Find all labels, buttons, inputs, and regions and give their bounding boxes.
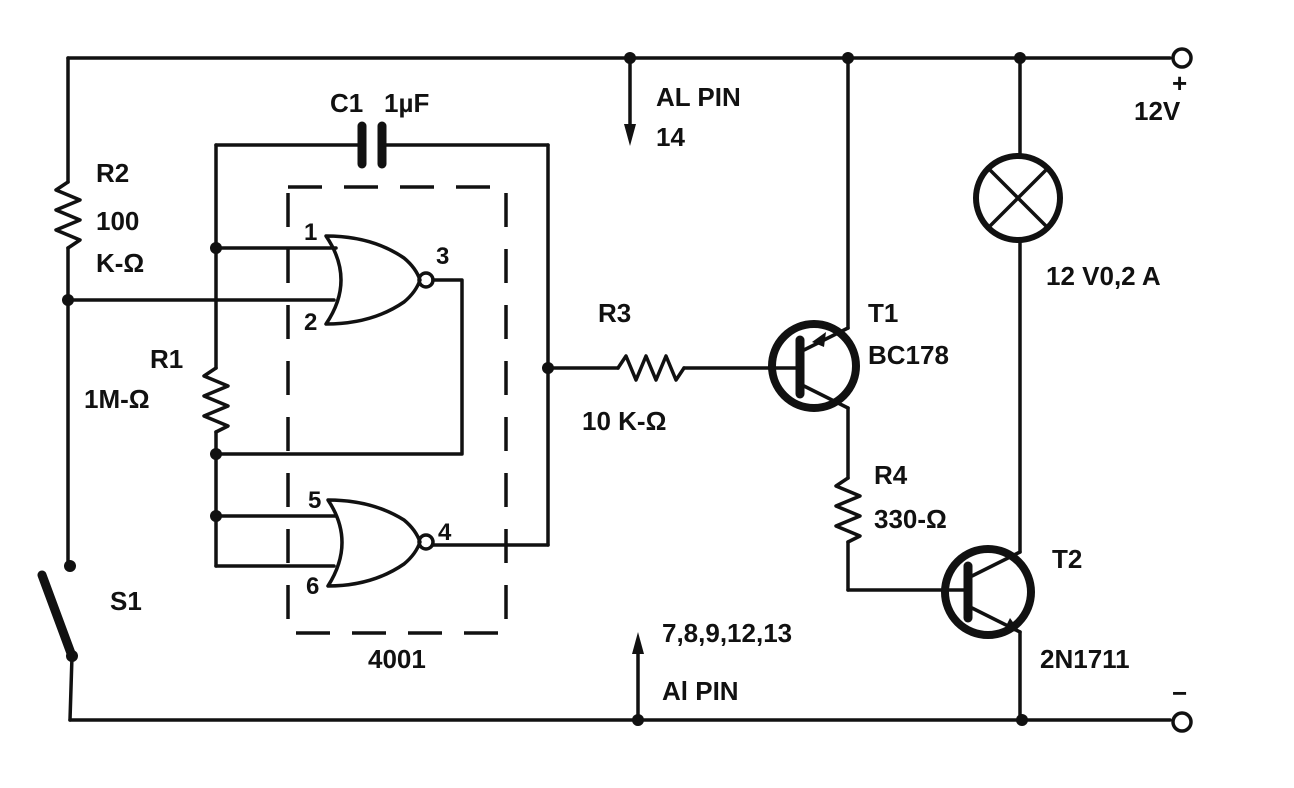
pin-6-label: 6 (306, 573, 319, 600)
r1-label: R1 (150, 344, 183, 374)
t2-ground-junction (1016, 714, 1028, 726)
supply-voltage: 12V (1134, 96, 1181, 126)
r3-value: 10 K-Ω (582, 406, 666, 436)
ic-part-label: 4001 (368, 644, 426, 674)
bottom-note-line1: 7,8,9,12,13 (662, 618, 792, 648)
pin-1-label: 1 (304, 219, 317, 246)
t2-label: T2 (1052, 544, 1082, 574)
positive-terminal (1171, 47, 1193, 69)
r3-label: R3 (598, 298, 631, 328)
top-note-line1: AL PIN (656, 82, 741, 112)
c1-value: 1µF (384, 88, 429, 118)
resistor-r1 (202, 143, 230, 568)
t1-supply-junction (842, 52, 854, 64)
positive-sign: + (1172, 68, 1187, 98)
nor-gate-2 (210, 498, 550, 588)
negative-sign: − (1172, 678, 1187, 708)
top-supply-arrow (624, 52, 636, 146)
r2-value-unit: K-Ω (96, 248, 144, 278)
transistor-t2 (941, 545, 1035, 722)
pin-4-label: 4 (438, 519, 452, 546)
resistor-r2 (54, 56, 82, 568)
c1-label: C1 (330, 88, 363, 118)
lamp-rating: 12 V0,2 A (1046, 261, 1161, 291)
r4-value: 330-Ω (874, 504, 947, 534)
pin-5-label: 5 (308, 487, 321, 514)
transistor-t1 (768, 56, 860, 480)
resistor-r3 (542, 354, 774, 382)
t2-part: 2N1711 (1040, 644, 1130, 674)
t1-label: T1 (868, 298, 898, 328)
t1-part: BC178 (868, 340, 949, 370)
r1-value: 1M-Ω (84, 384, 150, 414)
r4-label: R4 (874, 460, 908, 490)
negative-terminal (1171, 711, 1193, 733)
wire-r2-to-pin2 (62, 294, 336, 306)
lamp (973, 52, 1063, 554)
pin-3-label: 3 (436, 243, 449, 270)
nor-gate-1 (210, 234, 464, 460)
s1-label: S1 (110, 586, 142, 616)
bottom-note-line2: Al PIN (662, 676, 739, 706)
pin-2-label: 2 (304, 309, 317, 336)
r2-value-number: 100 (96, 206, 139, 236)
switch-s1 (37, 560, 78, 722)
r2-label: R2 (96, 158, 129, 188)
bottom-supply-arrow (632, 632, 644, 726)
capacitor-c1 (214, 121, 550, 547)
top-note-line2: 14 (656, 122, 685, 152)
